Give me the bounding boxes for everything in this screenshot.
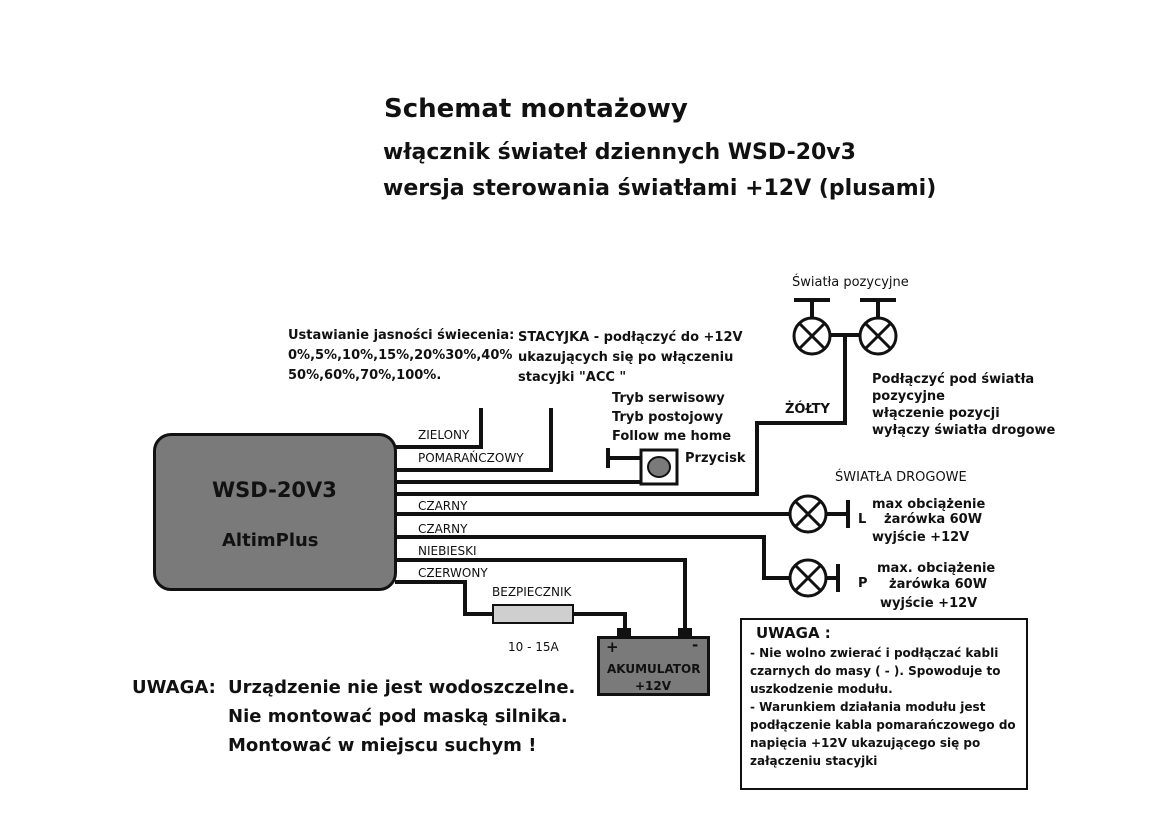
notice-line-3: uszkodzenie modułu. bbox=[750, 682, 893, 696]
title-line-3: wersja sterowania światłami +12V (plusam… bbox=[383, 176, 937, 201]
notice-line-6: napięcia +12V ukazującego się po bbox=[750, 736, 981, 750]
driving-lamp-p-line-2: żarówka 60W bbox=[889, 577, 988, 592]
wire-label-black-2: CZARNY bbox=[418, 522, 468, 536]
warning-line-1: Urządzenie nie jest wodoszczelne. bbox=[228, 677, 576, 698]
fuse-label: BEZPIECZNIK bbox=[492, 585, 572, 599]
wire-orange bbox=[395, 408, 553, 472]
notice-line-4: - Warunkiem działania modułu jest bbox=[750, 700, 986, 714]
driving-lamp-l-line-2: żarówka 60W bbox=[884, 512, 983, 527]
battery-terminal-minus bbox=[678, 628, 692, 638]
wire-green bbox=[395, 408, 483, 449]
battery-minus-sign: - bbox=[692, 636, 699, 654]
driving-lamp-l bbox=[788, 494, 828, 534]
ignition-line-3: stacyjki "ACC " bbox=[518, 370, 627, 385]
wire-blue bbox=[395, 558, 687, 632]
wire-red-battery bbox=[571, 612, 627, 632]
fuse-body bbox=[492, 604, 574, 624]
fuse-rating: 10 - 15A bbox=[508, 640, 559, 654]
driving-lamp-l-line-1: max obciążenie bbox=[872, 497, 986, 512]
notice-line-7: załączeniu stacyjki bbox=[750, 754, 878, 768]
battery-label-1: AKUMULATOR bbox=[607, 662, 701, 676]
position-lights-note-4: wyłączy światła drogowe bbox=[872, 423, 1056, 438]
button-label: Przycisk bbox=[685, 451, 746, 466]
notice-line-2: czarnych do masy ( - ). Spowoduje to bbox=[750, 664, 1001, 678]
wire-yellow bbox=[395, 333, 847, 496]
wire-label-green: ZIELONY bbox=[418, 428, 470, 442]
position-lights-note-3: włączenie pozycji bbox=[872, 406, 1000, 421]
position-lamp-2 bbox=[858, 316, 898, 356]
button-knob bbox=[647, 456, 671, 478]
wire-label-red: CZERWONY bbox=[418, 566, 488, 580]
module-box bbox=[153, 433, 397, 591]
notice-heading: UWAGA : bbox=[756, 624, 831, 642]
driving-lamp-p-line-3: wyjście +12V bbox=[880, 596, 978, 611]
notice-line-1: - Nie wolno zwierać i podłączać kabli bbox=[750, 646, 999, 660]
wire-black-2 bbox=[395, 535, 792, 580]
wire-label-blue: NIEBIESKI bbox=[418, 544, 477, 558]
warning-line-3: Montować w miejscu suchym ! bbox=[228, 735, 537, 756]
warning-line-2: Nie montować pod maską silnika. bbox=[228, 706, 568, 727]
brightness-line-1: 0%,5%,10%,15%,20%30%,40% bbox=[288, 348, 513, 363]
button-mode-1: Tryb serwisowy bbox=[612, 391, 725, 406]
battery-terminal-plus bbox=[617, 628, 631, 638]
driving-lamp-p-line-1: max. obciążenie bbox=[877, 561, 996, 576]
notice-line-5: podłączenie kabla pomarańczowego do bbox=[750, 718, 1016, 732]
wire-label-orange: POMARAŃCZOWY bbox=[418, 451, 524, 465]
driving-lamp-l-line-3: wyjście +12V bbox=[872, 530, 970, 545]
battery bbox=[597, 636, 710, 696]
driving-lights-label: ŚWIATŁA DROGOWE bbox=[835, 470, 967, 485]
wire-red bbox=[395, 580, 495, 616]
battery-plus-sign: + bbox=[606, 638, 619, 656]
notice-box bbox=[740, 618, 1028, 790]
driving-lamp-p-side: P bbox=[858, 576, 868, 591]
wire-label-yellow: ŻÓŁTY bbox=[785, 402, 830, 417]
ignition-line-1: STACYJKA - podłączyć do +12V bbox=[518, 330, 743, 345]
driving-lamp-l-side: L bbox=[858, 512, 867, 527]
driving-lamp-p bbox=[788, 558, 828, 598]
position-lights-label: Światła pozycyjne bbox=[792, 275, 909, 290]
module-brand: AltimPlus bbox=[222, 530, 319, 551]
position-lights-note-2: pozycyjne bbox=[872, 389, 945, 404]
battery-label-2: +12V bbox=[635, 679, 672, 693]
button-mode-3: Follow me home bbox=[612, 429, 732, 444]
title-line-2: włącznik świateł dziennych WSD-20v3 bbox=[383, 140, 856, 165]
position-lights-note-1: Podłączyć pod światła bbox=[872, 372, 1035, 387]
position-lamp-1 bbox=[792, 316, 832, 356]
ignition-line-2: ukazujących się po włączeniu bbox=[518, 350, 734, 365]
module-name: WSD-20V3 bbox=[212, 478, 337, 502]
warning-prefix: UWAGA: bbox=[132, 677, 216, 698]
title-line-1: Schemat montażowy bbox=[384, 94, 688, 124]
button-mode-2: Tryb postojowy bbox=[612, 410, 724, 425]
wire-label-black-1: CZARNY bbox=[418, 499, 468, 513]
brightness-line-2: 50%,60%,70%,100%. bbox=[288, 368, 442, 383]
brightness-heading: Ustawianie jasności świecenia: bbox=[288, 328, 515, 343]
